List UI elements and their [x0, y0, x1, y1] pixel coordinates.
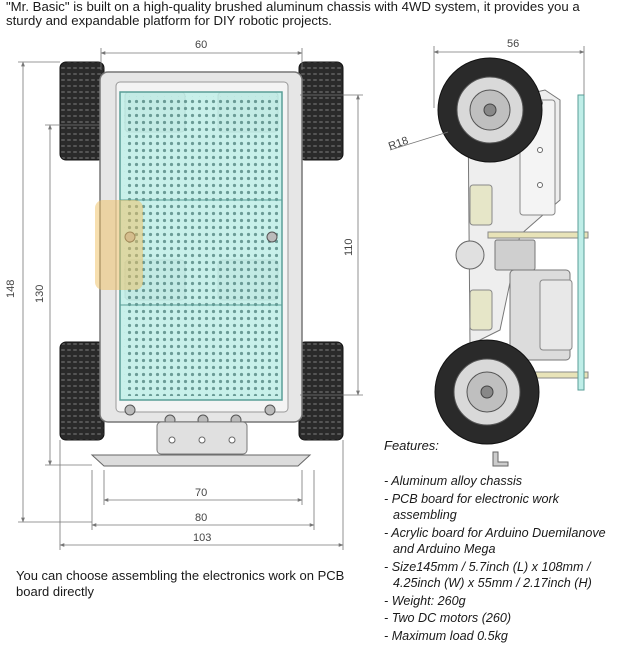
intro-text: "Mr. Basic" is built on a high-quality b…: [6, 0, 580, 28]
rear-left-wheel: [59, 341, 105, 441]
dim-80: 80: [195, 512, 207, 524]
list-item: - Weight: 260g: [384, 593, 466, 608]
dim-70: 70: [195, 487, 207, 499]
dim-110: 110: [343, 238, 355, 256]
features-title: Features:: [384, 438, 439, 453]
pcb-caption: You can choose assembling the electronic…: [16, 568, 345, 599]
side-rear-wheel: [434, 339, 540, 445]
side-view: 56 R18: [387, 38, 589, 467]
dim-r18: R18: [387, 135, 410, 153]
list-item: - Size145mm / 5.7inch (L) x 108mm / 4.25…: [384, 559, 592, 591]
list-item: - Two DC motors (260): [384, 611, 512, 625]
front-bumper: [90, 421, 312, 467]
list-item: - Aluminum alloy chassis: [384, 474, 523, 488]
dim-56: 56: [507, 38, 519, 50]
list-item: - Acrylic board for Arduino Duemilanove …: [384, 525, 606, 557]
front-left-wheel: [59, 61, 105, 161]
rear-right-wheel: [298, 341, 344, 441]
top-view-dimensions: [18, 48, 363, 550]
features-list: - Aluminum alloy chassis - PCB board for…: [384, 473, 616, 645]
dim-130: 130: [34, 285, 46, 303]
top-view: 60 148 130 110 70 80 103: [5, 39, 363, 550]
list-item: - Maximum load 0.5kg: [384, 628, 508, 643]
dim-148: 148: [5, 280, 17, 298]
watermark: [95, 200, 143, 290]
dim-60: 60: [195, 39, 207, 51]
pcb-board: [119, 91, 283, 401]
list-item: - PCB board for electronic work assembli…: [384, 491, 559, 523]
dim-103: 103: [193, 532, 211, 544]
side-front-wheel: [437, 57, 543, 163]
front-right-wheel: [298, 61, 344, 161]
